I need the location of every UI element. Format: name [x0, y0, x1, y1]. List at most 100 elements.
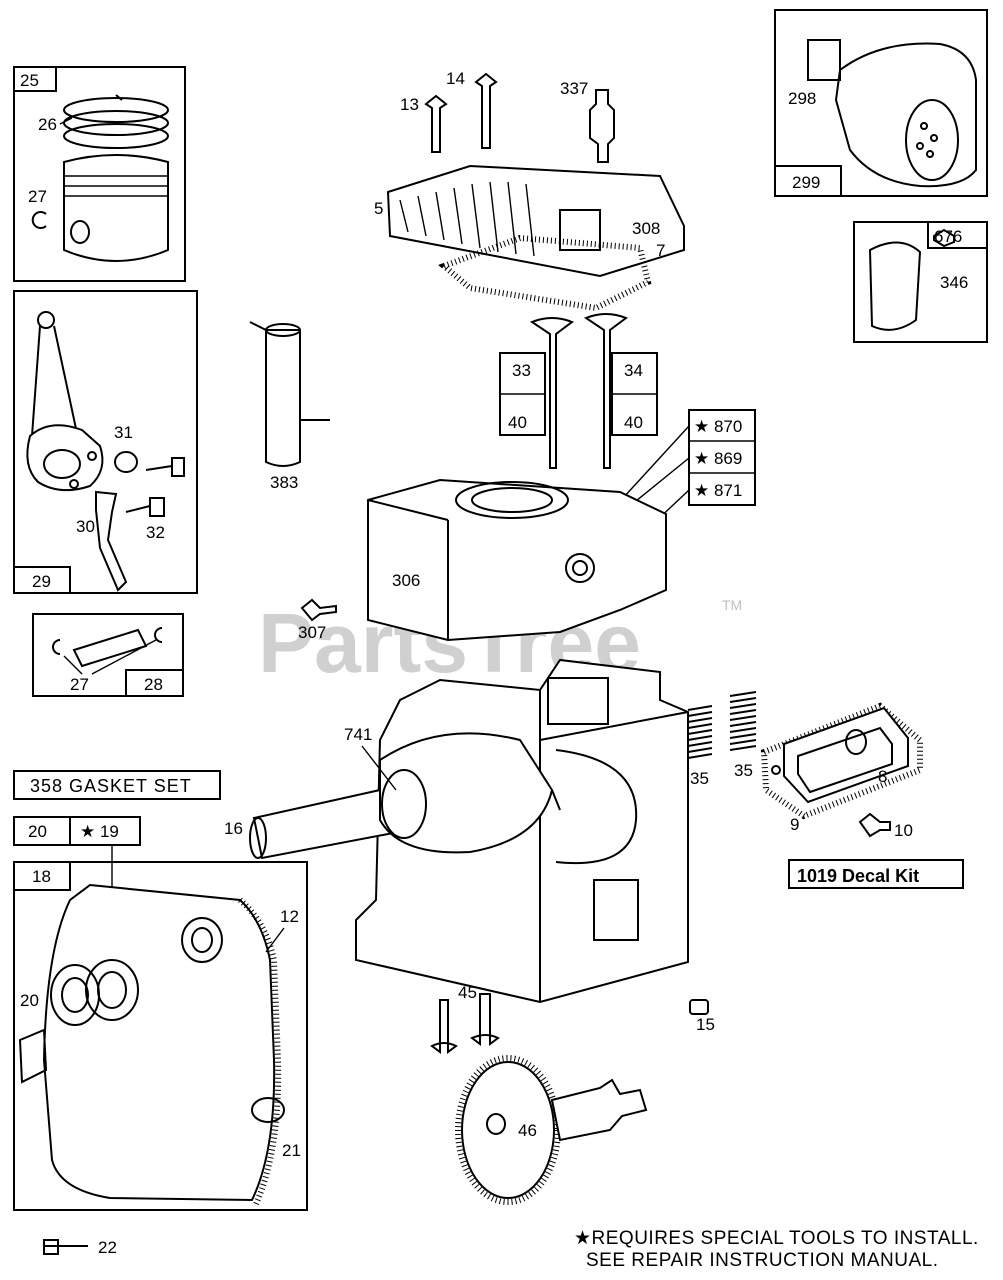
valve-intake[interactable]: [529, 317, 575, 469]
muffler-group-frame: [774, 9, 988, 197]
piston-pin-group-frame: [32, 613, 184, 697]
callout-26: 26: [38, 115, 57, 134]
footnote: ★REQUIRES SPECIAL TOOLS TO INSTALL. SEE …: [574, 1228, 979, 1271]
part-871: ★ 871: [694, 481, 742, 500]
connecting-rod-group[interactable]: 29 31 30 32: [13, 290, 198, 594]
valve-exhaust[interactable]: [583, 313, 629, 469]
crankshaft[interactable]: 16 741: [224, 725, 561, 860]
leader-26: [59, 117, 73, 125]
breather-screw-icon: [858, 812, 891, 838]
pin-retainer-left-icon: [52, 639, 61, 655]
connecting-rod-illustration: [26, 311, 104, 492]
sump-cover-group-frame: [13, 861, 308, 1211]
tool-383-icon: [265, 329, 301, 467]
sump-bolt-icon: [43, 1239, 88, 1255]
head-gasket[interactable]: 7: [438, 234, 665, 312]
callout-21: 21: [282, 1141, 301, 1160]
muffler-guard-group[interactable]: 676 346: [853, 221, 988, 343]
piston-group-label: 25: [20, 71, 39, 90]
intake-retainer-label: 40: [508, 413, 527, 432]
footnote-line-2: SEE REPAIR INSTRUCTION MANUAL.: [586, 1250, 938, 1271]
guard-screw-icon: [933, 228, 955, 248]
leader-12: [265, 927, 285, 953]
part-869: ★ 869: [694, 449, 742, 468]
callout-27: 27: [28, 187, 47, 206]
callout-45: 45: [458, 983, 477, 1002]
piston-illustration: [63, 154, 169, 262]
bolt-307-icon: [300, 598, 337, 622]
svg-text:358 GASKET SET: 358 GASKET SET: [30, 776, 192, 796]
callout-35-right: 35: [734, 761, 753, 780]
breather-assembly[interactable]: 8 9 10: [760, 702, 923, 840]
tool-383[interactable]: 383: [249, 321, 330, 492]
intake-valve-box[interactable]: 33 40: [499, 352, 546, 436]
cylinder-head[interactable]: 5 308: [374, 164, 685, 278]
footnote-line-1: ★REQUIRES SPECIAL TOOLS TO INSTALL.: [574, 1228, 979, 1249]
plug-15-icon: [689, 999, 709, 1015]
callout-7: 7: [656, 241, 665, 260]
tappets[interactable]: 45: [430, 983, 500, 1054]
piston-pin-retainer-icon: [31, 211, 47, 229]
cam-shaft-illustration: [550, 1078, 648, 1142]
piston-group-label-box: [13, 66, 57, 92]
callout-46: 46: [518, 1121, 537, 1140]
sump-cover-group-label-box: [13, 861, 71, 891]
sump-cover-group-label: 18: [32, 867, 51, 886]
piston-pin-group-label-box: [125, 669, 184, 697]
leader-741: [361, 745, 397, 791]
special-tools-parts-stack[interactable]: ★ 870 ★ 869 ★ 871: [611, 409, 756, 541]
callout-307: 307: [298, 623, 326, 642]
watermark-trademark: TM: [722, 597, 742, 613]
camshaft[interactable]: 46: [455, 1055, 648, 1205]
pin-retainer-right-icon: [154, 627, 163, 643]
gasket-set-label[interactable]: 358 GASKET SET: [13, 770, 221, 800]
breather-gasket-illustration: [760, 702, 923, 820]
callout-30: 30: [76, 517, 95, 536]
exhaust-valve-box[interactable]: 34 40: [611, 352, 658, 436]
piston-pin-group[interactable]: 28 27: [32, 613, 184, 697]
piston-pin-icon: [72, 628, 148, 668]
exhaust-valve-label: 34: [624, 361, 643, 380]
head-bolts[interactable]: 14 13: [400, 69, 498, 153]
callout-8: 8: [878, 767, 887, 786]
plug-15[interactable]: 15: [689, 999, 715, 1034]
callout-10: 10: [894, 821, 913, 840]
spark-plug[interactable]: 337: [560, 79, 615, 163]
decal-kit-label[interactable]: 1019 Decal Kit: [788, 859, 964, 889]
cylinder-bolt-307[interactable]: 307: [298, 598, 337, 642]
callout-20: 20: [20, 991, 39, 1010]
piston-group[interactable]: 25 26 27: [13, 66, 186, 282]
cylinder-head-illustration: [386, 164, 685, 278]
connecting-rod-group-label-box: [13, 566, 71, 594]
callout-15: 15: [696, 1015, 715, 1034]
tappet-left-icon: [430, 999, 458, 1054]
connecting-rod-group-frame: [13, 290, 198, 594]
leader-27-right: [91, 639, 157, 675]
tappet-right-icon: [470, 993, 500, 1046]
muffler-guard-group-label-box: [927, 221, 988, 249]
intake-valve-icon: [529, 317, 575, 469]
intake-valve-label: 33: [512, 361, 531, 380]
head-bolt-long-icon: [474, 72, 498, 149]
cylinder-block[interactable]: 306: [355, 478, 689, 1004]
sump-cover-group[interactable]: 18 20 12 21: [13, 861, 308, 1211]
callout-31: 31: [114, 423, 133, 442]
muffler-guard-group-frame: [853, 221, 988, 343]
callout-16: 16: [224, 819, 243, 838]
callout-13: 13: [400, 95, 419, 114]
callout-14: 14: [446, 69, 465, 88]
piston-group-frame: [13, 66, 186, 282]
sump-bolt[interactable]: 22: [43, 1238, 117, 1257]
lock-plate-icon: [114, 451, 138, 473]
exhaust-retainer-label: 40: [624, 413, 643, 432]
cylinder-upper-illustration: [367, 478, 667, 642]
callout-298: 298: [788, 89, 816, 108]
muffler-group[interactable]: 299 298: [774, 9, 988, 197]
valve-spring-right-icon: [729, 691, 757, 751]
callout-306: 306: [392, 571, 420, 590]
rod-bolt-icon: [145, 457, 185, 477]
callout-35-left: 35: [690, 769, 709, 788]
piston-rings-illustration: [63, 94, 169, 149]
part-870: ★ 870: [694, 417, 742, 436]
valve-springs[interactable]: 35 35: [687, 691, 757, 788]
